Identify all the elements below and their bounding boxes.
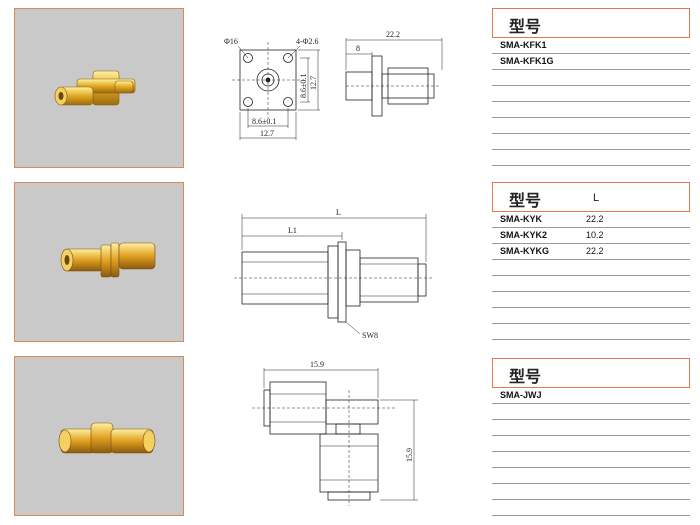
dim-left-length: 8 — [356, 44, 360, 53]
dim-total-length: 22.2 — [386, 30, 400, 39]
spec-table-header: 型号 — [492, 358, 690, 388]
dim-l: L — [336, 208, 341, 217]
spec-table-header: 型号 — [492, 8, 690, 38]
technical-drawing-jwj: 15.9 15.9 — [236, 360, 426, 515]
dim-height: 15.9 — [405, 448, 414, 462]
spec-table-kfk: 型号 SMA-KFK1 SMA-KFK1G — [492, 8, 690, 166]
table-row — [492, 260, 690, 276]
technical-drawing-kfk: Φ16 4-Φ2.6 22.2 8 8.6±0.1 12.7 8.6±0.1 1… — [218, 28, 468, 161]
dim-sw: SW8 — [362, 331, 378, 340]
spec-table-jwj: 型号 SMA-JWJ — [492, 358, 690, 516]
table-row: SMA-JWJ — [492, 388, 690, 404]
dim-pitch-horizontal: 8.6±0.1 — [252, 117, 276, 126]
product-photo-kyk — [14, 182, 184, 342]
table-row — [492, 292, 690, 308]
table-row — [492, 86, 690, 102]
table-row — [492, 468, 690, 484]
table-row — [492, 324, 690, 340]
table-row — [492, 452, 690, 468]
table-row — [492, 276, 690, 292]
table-row — [492, 150, 690, 166]
table-row — [492, 500, 690, 516]
table-row — [492, 484, 690, 500]
sma-flange-connector-image — [54, 70, 136, 106]
table-row — [492, 404, 690, 420]
dim-hole-big: Φ16 — [224, 37, 238, 46]
table-row — [492, 420, 690, 436]
table-row: SMA-KFK1G — [492, 54, 690, 70]
spec-table-header: 型号 L — [492, 182, 690, 212]
table-row: SMA-KFK1 — [492, 38, 690, 54]
product-photo-kfk — [14, 8, 184, 168]
sma-right-angle-connector-image — [58, 422, 156, 454]
table-row — [492, 118, 690, 134]
dim-pitch-vertical: 8.6±0.1 — [299, 74, 308, 98]
model-heading: 型号 — [509, 17, 542, 36]
column-heading-l: L — [593, 192, 600, 204]
table-row — [492, 134, 690, 150]
product-photo-jwj — [14, 356, 184, 516]
dim-l1: L1 — [288, 226, 297, 235]
table-row — [492, 436, 690, 452]
sma-bulkhead-connector-image — [60, 242, 156, 278]
technical-drawing-kyk: L L1 SW8 — [228, 204, 444, 357]
dim-width: 15.9 — [310, 360, 324, 369]
model-heading: 型号 — [509, 367, 542, 386]
dim-size-horizontal: 12.7 — [260, 129, 274, 138]
dim-hole-small: 4-Φ2.6 — [296, 37, 319, 46]
table-row — [492, 308, 690, 324]
table-row — [492, 70, 690, 86]
table-row — [492, 102, 690, 118]
dim-size-vertical: 12.7 — [309, 76, 318, 90]
model-heading: 型号 — [509, 191, 542, 210]
